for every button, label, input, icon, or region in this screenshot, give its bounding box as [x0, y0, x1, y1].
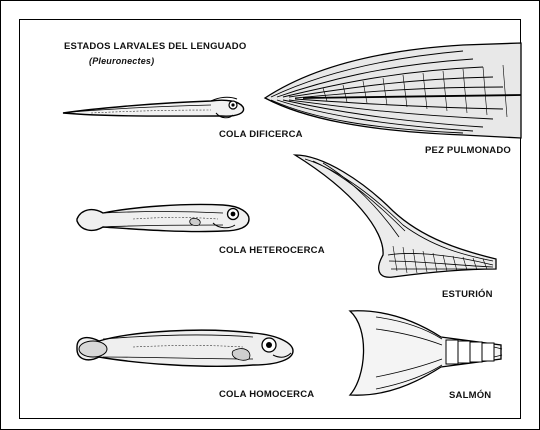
- label-cola-homocerca: COLA HOMOCERCA: [219, 389, 314, 400]
- larva-heterocerca-illustration: [73, 199, 253, 239]
- label-salmon: SALMÓN: [449, 390, 491, 401]
- larva-dificerca-illustration: [61, 93, 251, 123]
- larva-homocerca-illustration: [73, 323, 298, 373]
- pez-pulmonado-tail-illustration: [263, 43, 523, 138]
- esturion-tail-illustration: [293, 151, 498, 281]
- figure-subtitle: (Pleuronectes): [89, 56, 154, 66]
- salmon-tail-illustration: [346, 307, 506, 399]
- label-esturion: ESTURIÓN: [442, 289, 493, 300]
- figure-title: ESTADOS LARVALES DEL LENGUADO: [64, 41, 246, 52]
